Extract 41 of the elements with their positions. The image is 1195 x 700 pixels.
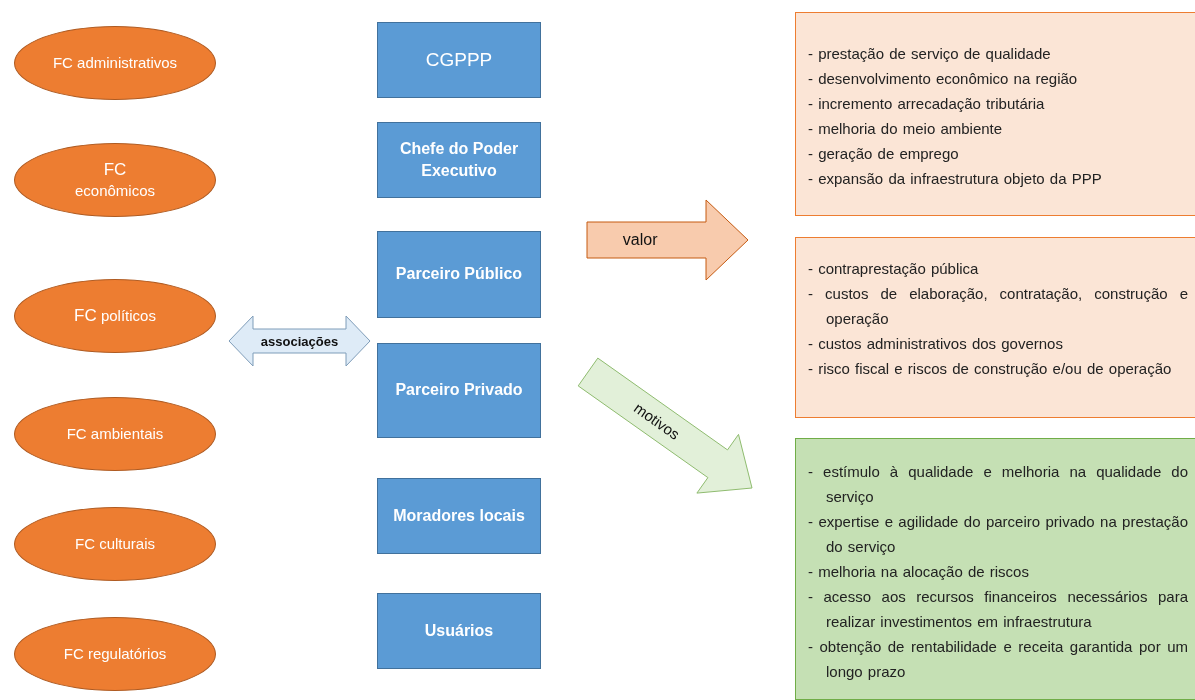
bullet-text: - risco fiscal e riscos de construção e/ou de operação	[807, 359, 1173, 379]
factor-label: FC ambientais	[66, 424, 164, 444]
bullet-text: - melhoria na alocação de riscos	[807, 562, 1030, 582]
factor-label: FC administrativos	[52, 53, 178, 73]
factor-label: FC culturais	[75, 534, 155, 554]
block-arrow	[577, 357, 753, 494]
list-panel	[795, 237, 1195, 418]
bullet-text: - geração de emprego	[807, 144, 960, 164]
stakeholder-label: CGPPP	[425, 47, 493, 72]
stakeholder-box	[377, 22, 541, 98]
list-panel	[795, 12, 1195, 216]
edge-label: valor	[622, 231, 658, 249]
bullet-text: - expertise e agilidade do parceiro privado na prestação do serviço	[807, 512, 1188, 557]
stakeholder-label: Moradores locais	[393, 505, 525, 526]
stakeholder-box	[377, 122, 541, 198]
bullet-text: - obtenção de rentabilidade e receita garantida por um longo prazo	[807, 637, 1188, 682]
edge-label: associações	[260, 333, 339, 349]
bullet-text: - incremento arrecadação tributária	[807, 94, 1046, 114]
bullet-text: - expansão da infraestrutura objeto da PPP	[807, 169, 1103, 189]
block-arrow	[228, 315, 371, 367]
bullet-text: - custos de elaboração, contratação, construção e operação	[807, 284, 1188, 329]
stakeholder-box	[377, 343, 541, 438]
bullet-text: - desenvolvimento econômico na região	[807, 69, 1079, 89]
stakeholder-box	[377, 593, 541, 669]
bullet-text: - estímulo à qualidade e melhoria na qualidade do serviço	[807, 462, 1188, 507]
bullet-text: - acesso aos recursos financeiros necessários para realizar investimentos em infraestrutura	[807, 587, 1188, 632]
bullet-text: - contraprestação pública	[807, 259, 980, 279]
stakeholder-box	[377, 231, 541, 318]
bullet-text: - melhoria do meio ambiente	[807, 119, 1004, 139]
list-panel	[795, 438, 1195, 700]
factor-label: FC regulatórios	[63, 644, 167, 664]
factor-label: FC econômicos	[74, 159, 155, 201]
block-arrow	[586, 199, 749, 281]
stakeholder-box	[377, 478, 541, 554]
bullet-text: - custos administrativos dos governos	[807, 334, 1064, 354]
stakeholder-label: Chefe do Poder Executivo	[398, 138, 520, 181]
stakeholder-label: Parceiro Privado	[395, 380, 523, 401]
stakeholder-label: Usuários	[424, 620, 494, 641]
bullet-text: - prestação de serviço de qualidade	[807, 44, 1052, 64]
stakeholder-label: Parceiro Público	[395, 264, 523, 285]
factor-label: FC políticos	[74, 304, 156, 327]
